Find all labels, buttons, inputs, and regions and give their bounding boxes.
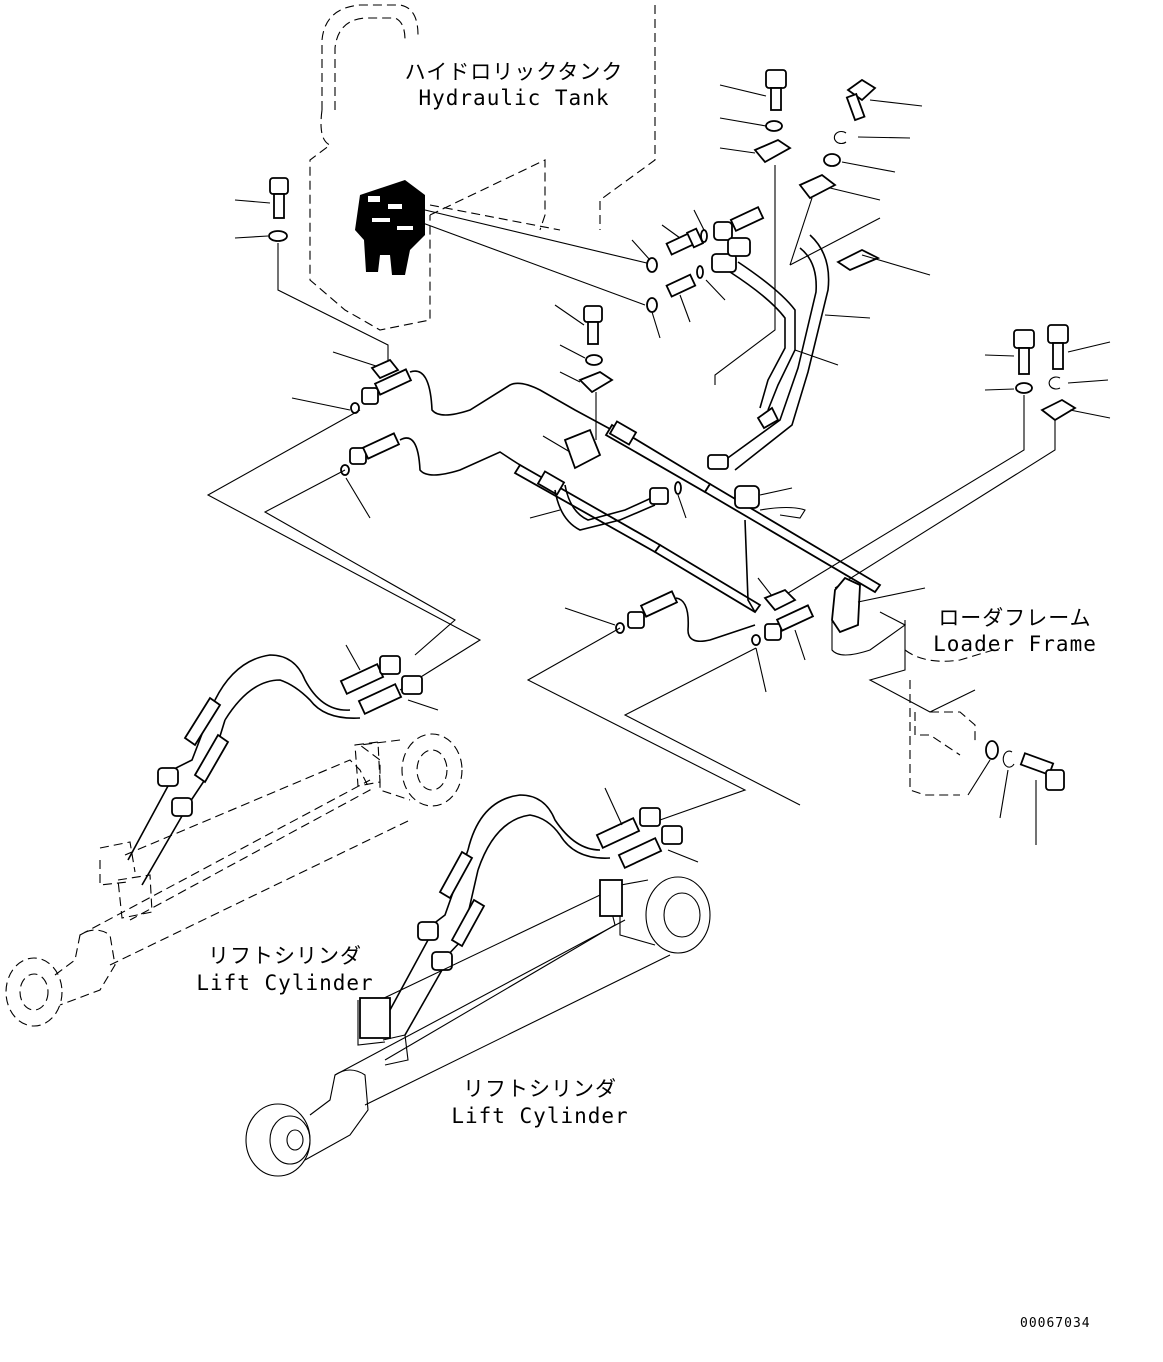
bolt-center (542, 304, 614, 470)
left-clamp (291, 351, 413, 414)
routing-lines-left (206, 409, 482, 691)
center-curved-tube (529, 481, 687, 531)
frame-label-jp: ローダフレーム (938, 606, 1092, 630)
right-bracket (757, 576, 926, 656)
pipes-middle-right (653, 482, 882, 614)
control-valve (355, 180, 656, 306)
left-fitting-2 (340, 432, 401, 519)
bolt-top-right (789, 78, 931, 276)
bolt-right-pair (779, 324, 1111, 599)
hoses-upper-pair (399, 370, 712, 554)
loader-frame-outline (868, 620, 1001, 796)
cylinder-2-label-jp: リフトシリンダ (463, 1077, 617, 1101)
tank-label-jp: ハイドロリックタンク (404, 60, 624, 84)
cylinder-2-label-en: Lift Cylinder (451, 1104, 629, 1128)
steel-pipes-upper (707, 234, 871, 471)
bolt-left-upper (234, 177, 389, 360)
tank-label-en: Hydraulic Tank (418, 86, 610, 110)
routing-lines-center (526, 627, 801, 821)
bolt-bottom-right (967, 740, 1065, 845)
frame-label-en: Loader Frame (933, 632, 1097, 656)
bolt-top-center (714, 69, 792, 385)
lift-cylinder-1 (5, 733, 463, 1027)
hydraulic-tank-outline (309, 4, 656, 331)
cylinder-1-label-jp: リフトシリンダ (208, 944, 362, 968)
lift-cylinder-2 (245, 876, 711, 1177)
valve-fittings (631, 206, 765, 339)
drawing-code: 00067034 (1020, 1316, 1091, 1331)
cylinder-1-label-en: Lift Cylinder (196, 971, 374, 995)
hose-pair-cylinder-1 (127, 644, 439, 886)
hose-pair-cylinder-2 (389, 787, 699, 1036)
lower-fittings (564, 590, 815, 693)
